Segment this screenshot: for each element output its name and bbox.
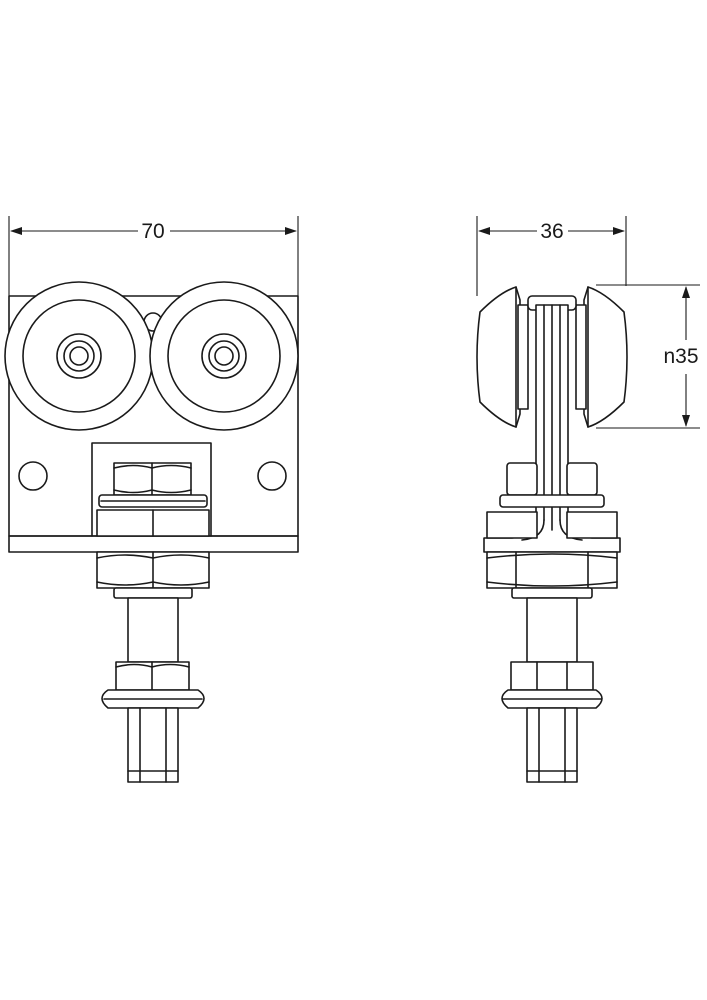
dimension-width-front: 70 [8,216,299,296]
front-view: 70 [4,216,299,783]
wheel-left-side [476,286,529,428]
front-plate-flange [8,535,299,553]
upper-nuts-side [486,462,618,539]
shaft-upper-front [127,597,179,663]
wheel-right [149,281,299,431]
shaft-lower-front [127,707,179,783]
collar-front [113,587,193,599]
flange-nut-front [101,661,205,709]
mount-hole-left [18,461,48,491]
mount-hole-right [257,461,287,491]
shaft-lower-side [526,707,578,783]
upper-nut-front [113,462,192,496]
dimension-label-70: 70 [141,220,164,243]
bolt-housing [91,442,212,537]
dimension-width-side: 36 [476,216,627,296]
dimension-label-36: 36 [540,220,563,243]
center-bracket-side [483,295,621,553]
dimension-wheel-diameter: n35 [596,284,700,429]
flange-nut-side [501,661,603,709]
lower-nut-side [486,551,618,589]
dimension-label-n35: n35 [663,345,698,368]
shaft-upper-side [526,597,578,663]
side-view: 36 n35 [476,216,700,783]
collar-side [511,587,593,599]
wheel-right-side [575,286,628,428]
housing-nut-front [96,509,210,537]
lower-nut-front [96,551,210,589]
wheel-left [4,281,154,431]
